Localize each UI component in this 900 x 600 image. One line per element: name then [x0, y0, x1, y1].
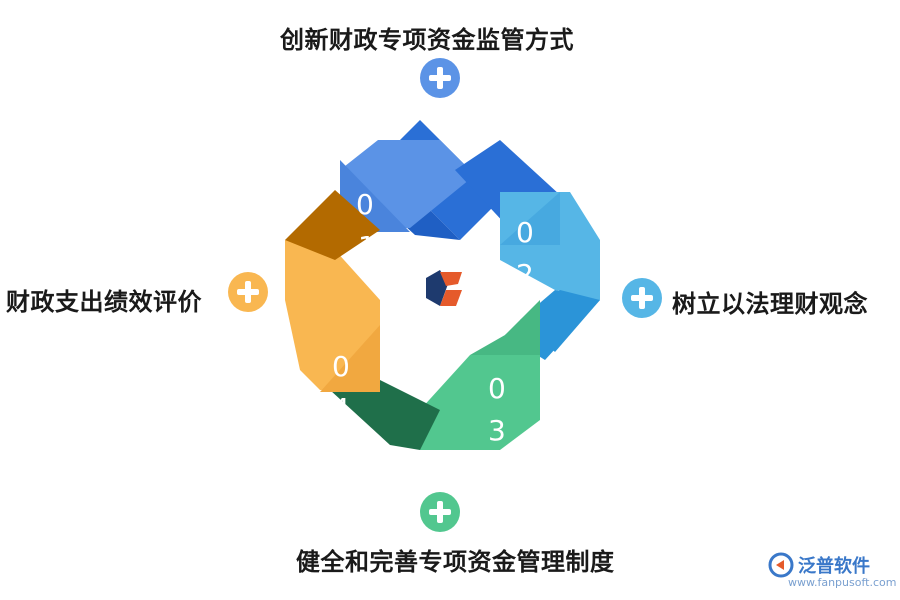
- plus-circle-icon[interactable]: [622, 278, 662, 318]
- step-3-label: 健全和完善专项资金管理制度: [296, 548, 615, 576]
- cycle-number-4-top: 0: [332, 350, 350, 383]
- cycle-number-3-top: 0: [488, 372, 506, 405]
- plus-circle-icon[interactable]: [228, 272, 268, 312]
- cycle-number-2-top: 0: [516, 216, 534, 249]
- step-2-label: 树立以法理财观念: [672, 290, 868, 318]
- plus-circle-icon[interactable]: [420, 58, 460, 98]
- plus-circle-icon[interactable]: [420, 492, 460, 532]
- cycle-number-4-bottom: 4: [332, 392, 350, 425]
- cycle-number-1-top: 0: [356, 188, 374, 221]
- cycle-number-2-bottom: 2: [516, 258, 534, 291]
- brand-url: www.fanpusoft.com: [788, 576, 897, 589]
- brand-name: 泛普软件: [798, 556, 870, 577]
- brand-logo-icon: [768, 552, 794, 578]
- step-1-label: 创新财政专项资金监管方式: [280, 26, 574, 54]
- cycle-number-3-bottom: 3: [488, 414, 506, 447]
- logo-icon: [426, 270, 462, 306]
- step-4-label: 财政支出绩效评价: [6, 288, 202, 316]
- cycle-number-1-bottom: 1: [358, 230, 376, 263]
- cycle-arrow-3: [420, 290, 600, 450]
- cycle-arrow-4: [285, 190, 440, 450]
